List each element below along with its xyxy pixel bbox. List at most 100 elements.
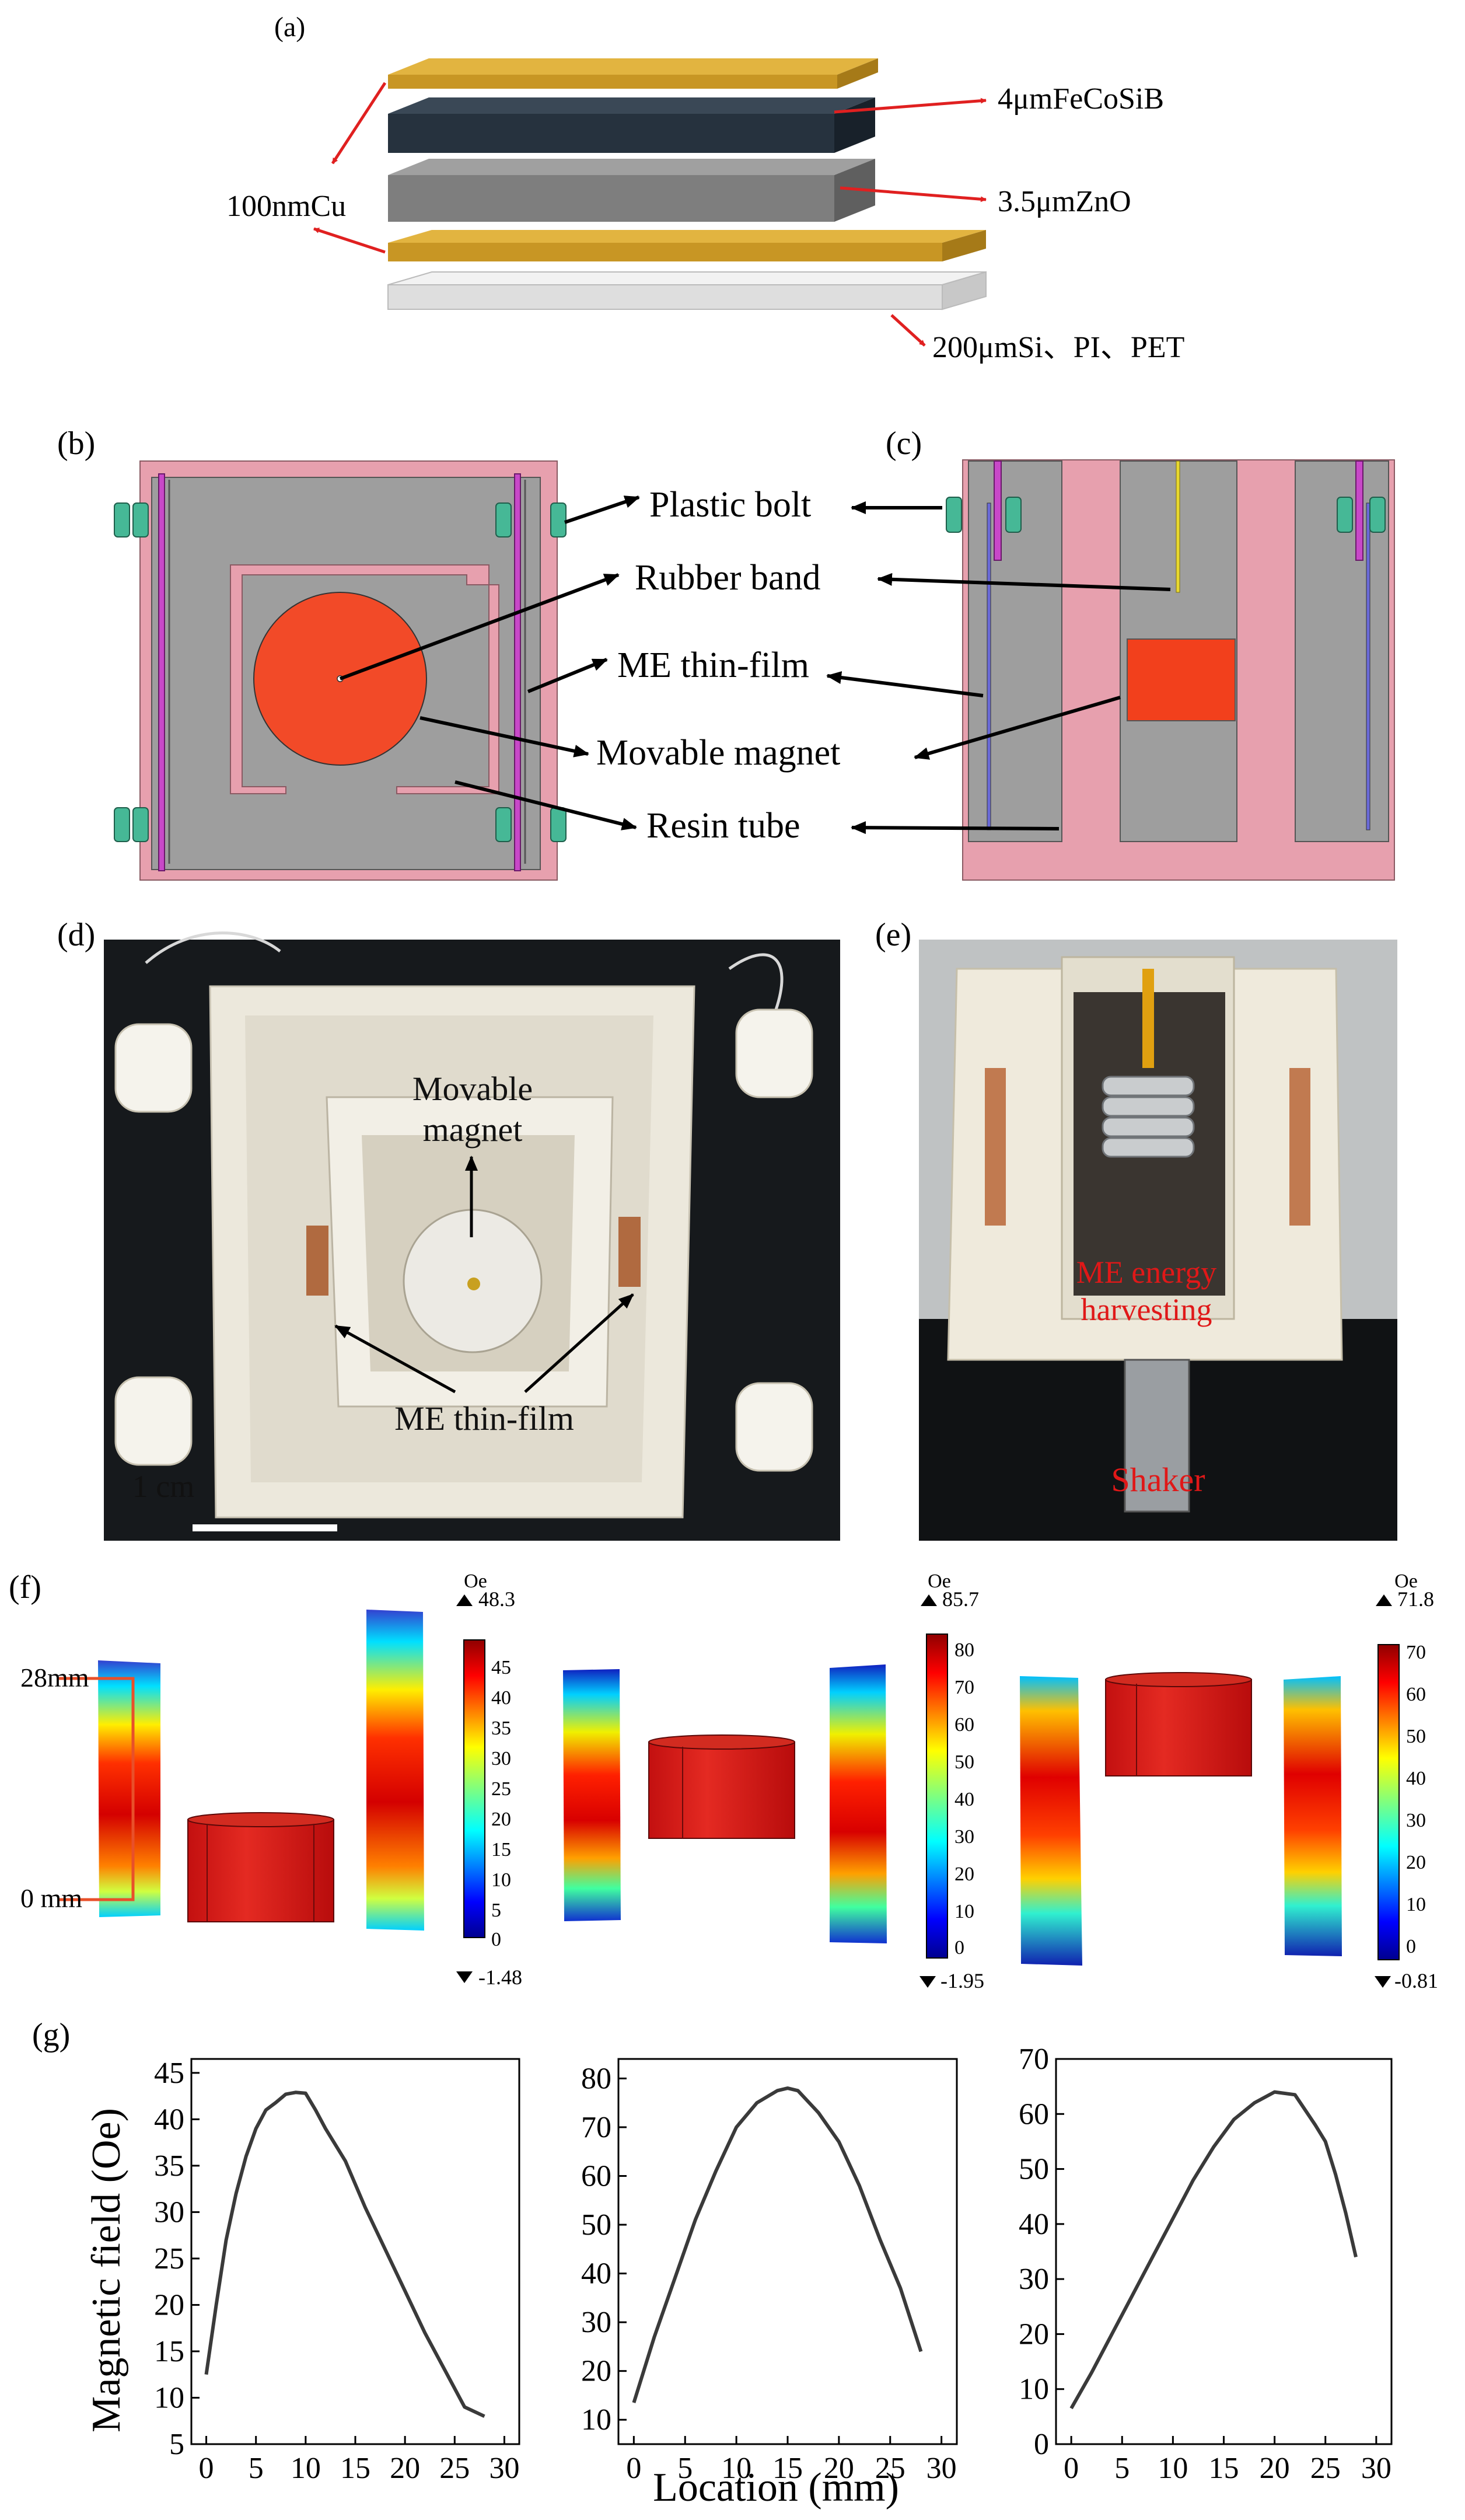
- x-tick-label: 20: [390, 2452, 420, 2485]
- callout-arrows: [339, 495, 1171, 835]
- substrate-arrow: [890, 314, 926, 347]
- plastic-bolts-b: [114, 502, 567, 842]
- photo-d-film-label: ME thin-film: [394, 1399, 574, 1437]
- panel-f: (f) 28mm 0 mm: [9, 1569, 1438, 1992]
- y-tick-label: 5: [169, 2428, 184, 2461]
- zno-label: 3.5μmZnO: [998, 185, 1131, 218]
- cu-top-layer: [388, 58, 878, 89]
- svg-text:40: 40: [954, 1789, 974, 1810]
- panel-g-label: (g): [32, 2017, 70, 2053]
- arrow-film-c: [826, 671, 984, 697]
- photo-d-wire-right: [728, 953, 784, 1010]
- cb2-max: 85.7: [942, 1587, 979, 1611]
- cb2-unit: Oe: [928, 1570, 951, 1592]
- y-tick-label: 60: [581, 2160, 611, 2193]
- photo-e-me-film-right: [1289, 1068, 1310, 1226]
- x-tick-label: 5: [1114, 2452, 1130, 2485]
- panel-c: (c): [886, 425, 1395, 881]
- callout-me-thin-film: ME thin-film: [617, 645, 809, 685]
- me-film-side-left: [987, 502, 991, 830]
- fem1-magnet: [187, 1819, 334, 1922]
- callout-labels: Plastic bolt Rubber band ME thin-film Mo…: [596, 485, 840, 846]
- fem-sim-3: [1020, 1672, 1342, 1966]
- cb1-min: -1.48: [478, 1966, 522, 1989]
- x-tick-label: 5: [677, 2452, 693, 2485]
- svg-text:30: 30: [1406, 1810, 1426, 1831]
- x-tick-label: 20: [824, 2452, 854, 2485]
- chart-3-series-line: [1069, 2090, 1358, 2410]
- y-tick-label: 50: [1019, 2153, 1049, 2186]
- chart-3-frame: [1055, 2058, 1393, 2445]
- cu-bottom-layer: [388, 230, 986, 261]
- colorbar-2: Oe 85.7 80 70 60 50 40 30 20 10 0 -1.95: [919, 1570, 984, 1992]
- y-tick-label: 10: [581, 2403, 611, 2437]
- photo-e-me-film-left: [985, 1068, 1006, 1226]
- arrow-magnet-c: [914, 696, 1121, 760]
- chart-2-frame: [617, 2058, 958, 2445]
- y-tick-label: 80: [581, 2062, 611, 2095]
- rubber-band-side: [1176, 460, 1180, 593]
- callout-plastic-bolt: Plastic bolt: [649, 485, 811, 525]
- svg-text:80: 80: [954, 1639, 974, 1661]
- colorbar-3: Oe 71.8 70 60 50 40 30 20 10 0 -0.81: [1375, 1570, 1438, 1992]
- svg-text:5: 5: [491, 1900, 501, 1921]
- panel-e-label: (e): [875, 917, 911, 953]
- substrate-label: 200μmSi、PI、PET: [932, 331, 1184, 364]
- svg-text:45: 45: [491, 1657, 511, 1678]
- x-tick-label: 25: [439, 2452, 470, 2485]
- cb3-ticks: 70 60 50 40 30 20 10 0: [1406, 1642, 1426, 1957]
- arrow-rubber-band-c: [877, 573, 1171, 591]
- photo-d-film-arrow-right: [524, 1293, 634, 1393]
- fem3-film-right: [1284, 1676, 1342, 1956]
- me-film-strip-right: [514, 473, 521, 871]
- chart-1-frame: [190, 2058, 520, 2445]
- photo-d-magnet-label-2: magnet: [423, 1111, 523, 1149]
- callout-movable-magnet: Movable magnet: [596, 733, 840, 773]
- arrow-resin-b: [454, 780, 637, 830]
- photo-d-me-film-right: [618, 1217, 641, 1287]
- y-tick-label: 20: [581, 2355, 611, 2388]
- photo-e-harvest-label-1: ME energy: [1076, 1255, 1216, 1290]
- photo-d-scale-label: 1 cm: [132, 1469, 194, 1504]
- fem1-film-left: [98, 1660, 160, 1917]
- cb2-ticks: 80 70 60 50 40 30 20 10 0: [954, 1639, 974, 1959]
- x-tick-label: 15: [1209, 2452, 1239, 2485]
- fecosib-label: 4μmFeCoSiB: [998, 82, 1164, 116]
- x-tick-label: 30: [489, 2452, 519, 2485]
- svg-text:35: 35: [491, 1718, 511, 1739]
- y-tick-label: 30: [581, 2306, 611, 2339]
- mark-0mm: 0 mm: [20, 1883, 82, 1913]
- y-tick-label: 30: [1019, 2263, 1049, 2296]
- svg-text:20: 20: [954, 1863, 974, 1885]
- cb1-unit: Oe: [464, 1570, 487, 1592]
- x-tick-label: 30: [926, 2452, 957, 2485]
- arrow-magnet-b: [419, 716, 589, 758]
- x-tick-label: 10: [291, 2452, 321, 2485]
- arrow-film-b: [527, 658, 608, 693]
- y-tick-label: 40: [154, 2103, 184, 2136]
- panel-f-label: (f): [9, 1569, 41, 1605]
- y-tick-label: 50: [581, 2208, 611, 2242]
- svg-text:70: 70: [954, 1677, 974, 1698]
- plastic-bolts-c: [946, 497, 1386, 533]
- resin-tube-frame-right: [396, 584, 499, 794]
- photo-e-harvest-label-2: harvesting: [1081, 1292, 1212, 1327]
- svg-text:20: 20: [1406, 1852, 1426, 1873]
- svg-text:50: 50: [1406, 1726, 1426, 1747]
- y-tick-label: 40: [581, 2257, 611, 2291]
- y-tick-label: 70: [581, 2111, 611, 2144]
- x-tick-label: 25: [875, 2452, 905, 2485]
- y-tick-label: 60: [1019, 2097, 1049, 2131]
- cu-top-arrow: [331, 82, 387, 165]
- svg-text:50: 50: [954, 1751, 974, 1773]
- svg-text:10: 10: [954, 1901, 974, 1922]
- chart-1-series-line: [204, 2090, 485, 2418]
- panel-b: (b): [57, 425, 567, 881]
- photo-e-shaker-label: Shaker: [1111, 1461, 1205, 1499]
- fem1-measure-bracket: [58, 1677, 135, 1901]
